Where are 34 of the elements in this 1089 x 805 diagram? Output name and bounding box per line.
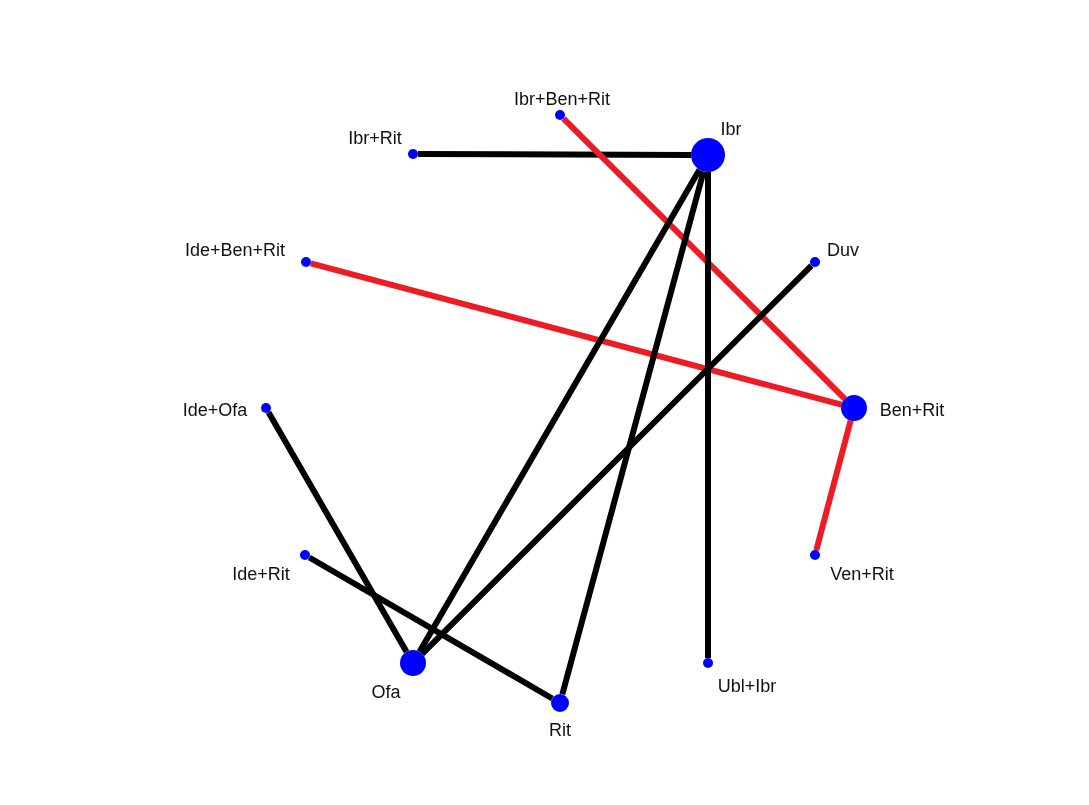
network-node-dot [551, 694, 569, 712]
connector-line [418, 151, 691, 158]
node-label: Ven+Rit [830, 565, 894, 583]
connector-line [310, 260, 843, 408]
connector-line [416, 168, 703, 654]
network-node-dot [703, 658, 713, 668]
network-node-dot [400, 650, 426, 676]
network-node-dot [810, 257, 820, 267]
network-node-dot [841, 395, 867, 421]
network-node-dot [810, 550, 820, 560]
network-node-dot [408, 149, 418, 159]
node-label: Ide+Ben+Rit [184, 241, 286, 259]
network-node-dot [301, 257, 311, 267]
node-label: Ide+Ofa [182, 401, 248, 419]
node-label: Ubl+Ibr [717, 677, 777, 695]
node-label: Rit [549, 721, 571, 739]
connector-line [265, 410, 410, 654]
node-label: Ibr+Ben+Rit [513, 90, 611, 108]
node-label: Duv [827, 241, 859, 259]
connector-line [307, 554, 554, 702]
connector-line [420, 263, 814, 656]
network-node-dot [261, 403, 271, 413]
network-node-dot [555, 110, 565, 120]
node-label: Ibr [720, 120, 742, 138]
network-node-dot [300, 550, 310, 560]
network-node-dot [691, 138, 725, 172]
node-label: Ben+Rit [879, 401, 945, 419]
connector-line [813, 419, 854, 551]
node-label: Ibr+Rit [348, 129, 402, 147]
connector-line [559, 170, 707, 696]
node-label: Ide+Rit [232, 565, 290, 583]
node-label: Ofa [371, 683, 401, 701]
connector-line [705, 172, 711, 658]
connector-line [561, 116, 847, 401]
